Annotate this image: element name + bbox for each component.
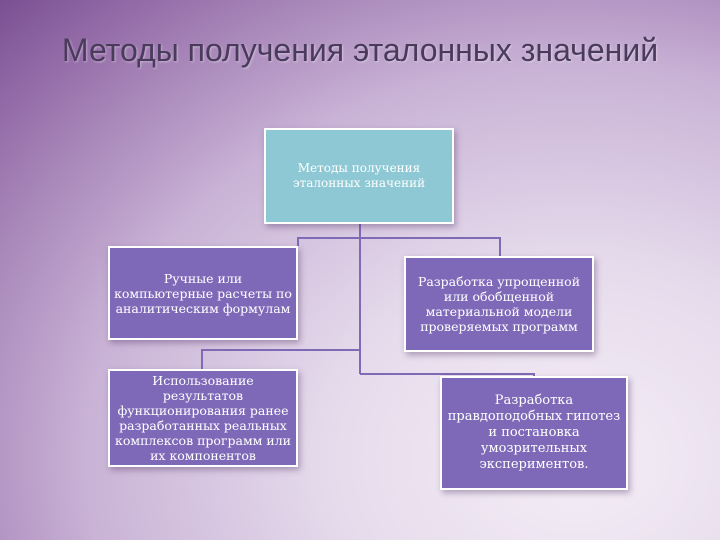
node-manual-calculations: Ручные или компьютерные расчеты по анали… (108, 246, 298, 340)
node-label: Использование результатов функционирован… (115, 373, 291, 463)
connector-left-bottom (201, 349, 360, 369)
connector-right-top (360, 237, 501, 256)
connector-left-top (297, 237, 360, 246)
node-existing-systems: Использование результатов функционирован… (108, 369, 298, 467)
node-simplified-model: Разработка упрощенной или обобщенной мат… (404, 256, 594, 352)
connector-right-bottom (360, 373, 535, 376)
root-node: Методы получения эталонных значений (264, 128, 454, 224)
root-node-label: Методы получения эталонных значений (292, 161, 426, 190)
node-hypotheses: Разработка правдоподобных гипотез и пост… (440, 376, 628, 490)
node-label: Разработка правдоподобных гипотез и пост… (447, 393, 621, 472)
node-label: Ручные или компьютерные расчеты по анали… (114, 270, 292, 316)
node-label: Разработка упрощенной или обобщенной мат… (417, 274, 581, 334)
slide-title: Методы получения эталонных значений (61, 32, 659, 68)
